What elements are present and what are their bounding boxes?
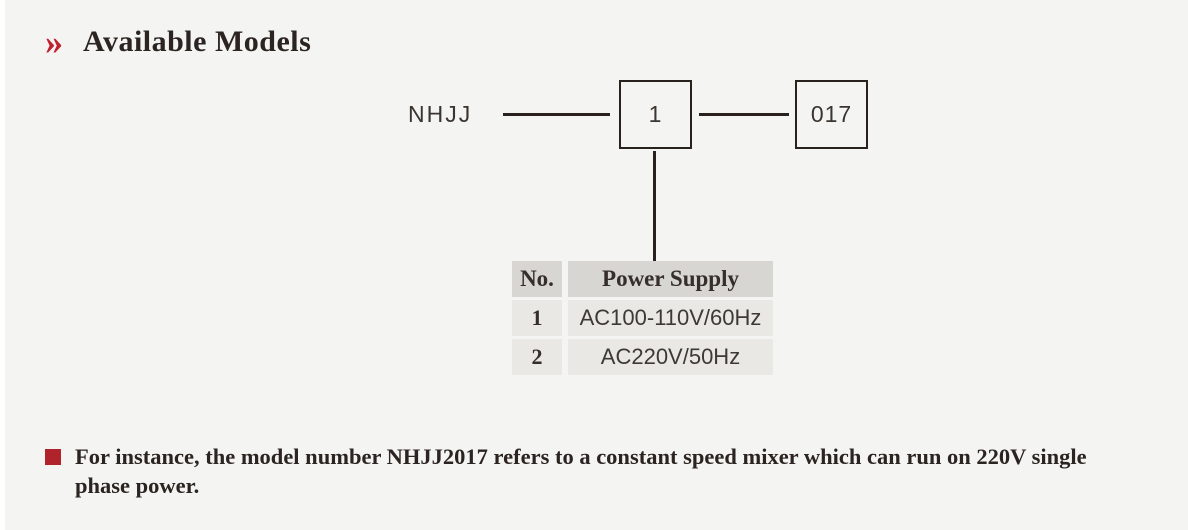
table-row-2-no: 2 [512,339,562,375]
left-margin-strip [0,0,5,530]
table-header-power-supply: Power Supply [568,261,773,297]
model-suffix-box: 017 [795,80,868,149]
connector-line-prefix [503,113,610,116]
table-header-no: No. [512,261,562,297]
page-title: Available Models [83,25,312,58]
table-row-2-value: AC220V/50Hz [568,339,773,375]
model-digit-value: 1 [648,101,663,127]
note: For instance, the model number NHJJ2017 … [45,442,1145,500]
table-row-1-no: 1 [512,300,562,336]
square-bullet-icon [45,449,61,465]
double-chevron-icon: » [45,22,63,62]
note-text: For instance, the model number NHJJ2017 … [75,444,1087,498]
connector-line-middle [699,113,789,116]
section-header: » Available Models [45,24,311,60]
model-prefix-label: NHJJ [408,101,473,127]
connector-line-to-table [653,151,656,261]
power-supply-table: No. Power Supply 1 AC100-110V/60Hz 2 AC2… [512,261,773,375]
table-row-1-value: AC100-110V/60Hz [568,300,773,336]
model-digit-box: 1 [619,80,692,149]
model-suffix-value: 017 [810,101,853,127]
